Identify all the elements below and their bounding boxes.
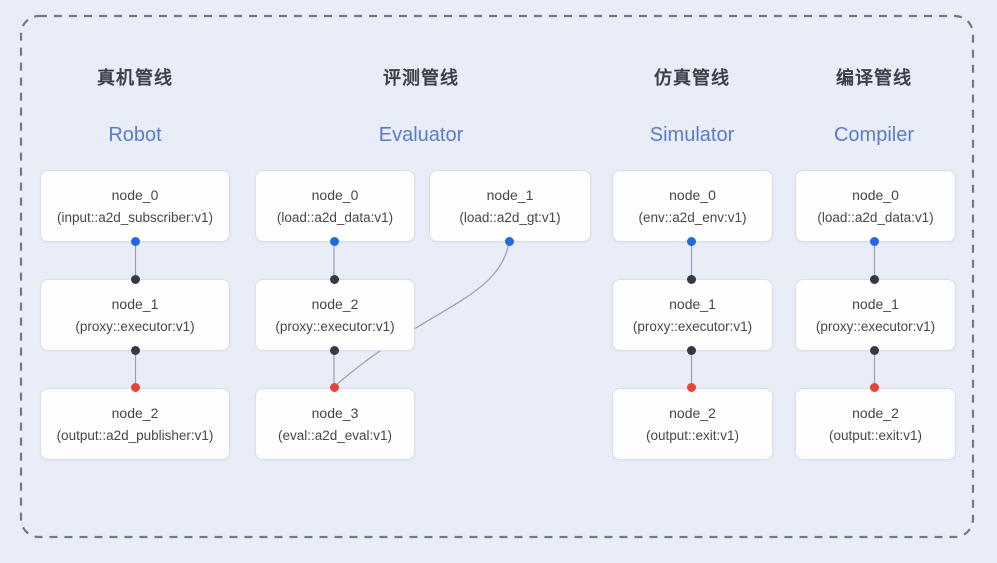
simulator-node-2: node_2 (output::exit:v1) bbox=[612, 388, 773, 460]
node-type: (proxy::executor:v1) bbox=[275, 319, 395, 334]
node-type: (output::exit:v1) bbox=[645, 428, 740, 443]
pipeline-compiler-title-en: Compiler bbox=[833, 124, 915, 146]
node-type: (output::a2d_publisher:v1) bbox=[56, 428, 214, 443]
input-port-dot bbox=[131, 383, 140, 392]
output-port-dot bbox=[687, 237, 696, 246]
robot-node-0: node_0 (input::a2d_subscriber:v1) bbox=[40, 170, 230, 242]
evaluator-node-0: node_0 (load::a2d_data:v1) bbox=[255, 170, 415, 242]
node-type: (load::a2d_gt:v1) bbox=[459, 210, 561, 225]
node-name: node_0 bbox=[311, 187, 359, 203]
pipeline-robot-title-zh: 真机管线 bbox=[97, 68, 173, 88]
output-port-dot bbox=[504, 237, 514, 246]
node-name: node_2 bbox=[669, 405, 716, 421]
output-port-dot bbox=[870, 346, 879, 355]
pipeline-evaluator-title-en: Evaluator bbox=[378, 124, 464, 146]
node-name: node_1 bbox=[852, 296, 899, 312]
input-port-dot bbox=[687, 275, 696, 284]
input-port-dot bbox=[131, 275, 140, 284]
input-port-dot bbox=[329, 275, 339, 284]
node-name: node_0 bbox=[111, 187, 159, 203]
node-name: node_1 bbox=[486, 187, 534, 203]
robot-node-2: node_2 (output::a2d_publisher:v1) bbox=[40, 388, 230, 460]
node-name: node_0 bbox=[669, 187, 716, 203]
evaluator-node-2: node_2 (proxy::executor:v1) bbox=[255, 279, 415, 351]
node-name: node_3 bbox=[311, 405, 359, 421]
node-name: node_0 bbox=[852, 187, 899, 203]
node-name: node_2 bbox=[852, 405, 899, 421]
evaluator-node-1: node_1 (load::a2d_gt:v1) bbox=[429, 170, 591, 242]
node-name: node_2 bbox=[311, 296, 359, 312]
compiler-node-0: node_0 (load::a2d_data:v1) bbox=[795, 170, 956, 242]
simulator-node-1: node_1 (proxy::executor:v1) bbox=[612, 279, 773, 351]
pipeline-simulator-title-zh: 仿真管线 bbox=[654, 68, 730, 88]
dashed-frame bbox=[19, 14, 975, 539]
robot-node-1: node_1 (proxy::executor:v1) bbox=[40, 279, 230, 351]
output-port-dot bbox=[131, 237, 140, 246]
output-port-dot bbox=[687, 346, 696, 355]
node-type: (proxy::executor:v1) bbox=[75, 319, 195, 334]
simulator-node-0: node_0 (env::a2d_env:v1) bbox=[612, 170, 773, 242]
compiler-node-1: node_1 (proxy::executor:v1) bbox=[795, 279, 956, 351]
input-port-dot bbox=[870, 275, 879, 284]
gt-to-eval-curve bbox=[333, 241, 510, 388]
input-port-dot bbox=[870, 383, 879, 392]
evaluator-node-3: node_3 (eval::a2d_eval:v1) bbox=[255, 388, 415, 460]
node-type: (eval::a2d_eval:v1) bbox=[277, 428, 393, 443]
node-type: (load::a2d_data:v1) bbox=[817, 210, 934, 225]
output-port-dot bbox=[870, 237, 879, 246]
node-type: (load::a2d_data:v1) bbox=[276, 210, 394, 225]
output-port-dot bbox=[329, 346, 339, 355]
compiler-node-2: node_2 (output::exit:v1) bbox=[795, 388, 956, 460]
node-name: node_1 bbox=[669, 296, 716, 312]
node-type: (output::exit:v1) bbox=[828, 428, 923, 443]
node-type: (input::a2d_subscriber:v1) bbox=[56, 210, 214, 225]
input-port-dot bbox=[329, 383, 339, 392]
node-name: node_1 bbox=[111, 296, 159, 312]
pipeline-robot-title-en: Robot bbox=[108, 124, 162, 146]
node-type: (env::a2d_env:v1) bbox=[638, 210, 747, 225]
node-type: (proxy::executor:v1) bbox=[632, 319, 753, 334]
node-name: node_2 bbox=[111, 405, 159, 421]
pipeline-compiler-title-zh: 编译管线 bbox=[836, 68, 912, 88]
input-port-dot bbox=[687, 383, 696, 392]
node-type: (proxy::executor:v1) bbox=[815, 319, 936, 334]
pipeline-simulator-title-en: Simulator bbox=[649, 124, 735, 146]
output-port-dot bbox=[329, 237, 339, 246]
pipeline-evaluator-title-zh: 评测管线 bbox=[383, 68, 459, 88]
output-port-dot bbox=[131, 346, 140, 355]
